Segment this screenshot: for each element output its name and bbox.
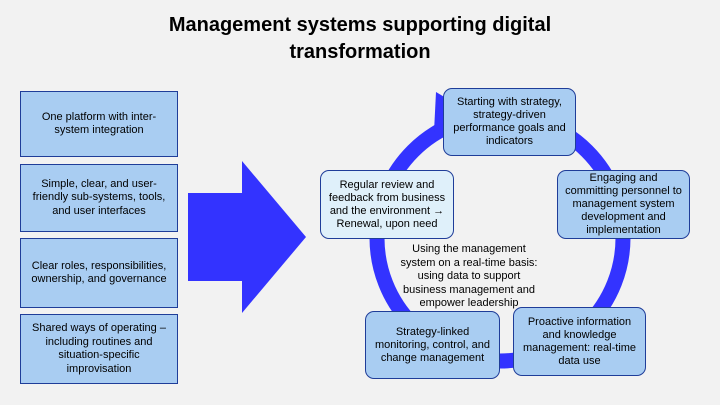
cycle-center-text: Using the management system on a real-ti… — [400, 243, 538, 309]
left-box-roles: Clear roles, responsibilities, ownership… — [20, 238, 178, 308]
left-box-platform: One platform with inter-system integrati… — [20, 91, 178, 157]
cycle-box-review-feedback: Regular review and feedback from busines… — [320, 170, 454, 239]
cycle-box-monitoring-control: Strategy-linked monitoring, control, and… — [365, 311, 500, 379]
cycle-box-strategy: Starting with strategy, strategy-driven … — [443, 88, 576, 156]
left-box-subsystems: Simple, clear, and user-friendly sub-sys… — [20, 164, 178, 232]
cycle-box-engaging-personnel: Engaging and committing personnel to man… — [557, 170, 690, 239]
title-line-1: Management systems supporting digital — [168, 14, 552, 36]
left-box-ways-of-operating: Shared ways of operating – including rou… — [20, 314, 178, 384]
big-right-arrow — [188, 161, 306, 313]
cycle-box-information-management: Proactive information and knowledge mana… — [513, 307, 646, 376]
diagram-title: Management systems supporting digital tr… — [90, 12, 630, 66]
title-line-2: transformation — [289, 41, 431, 63]
